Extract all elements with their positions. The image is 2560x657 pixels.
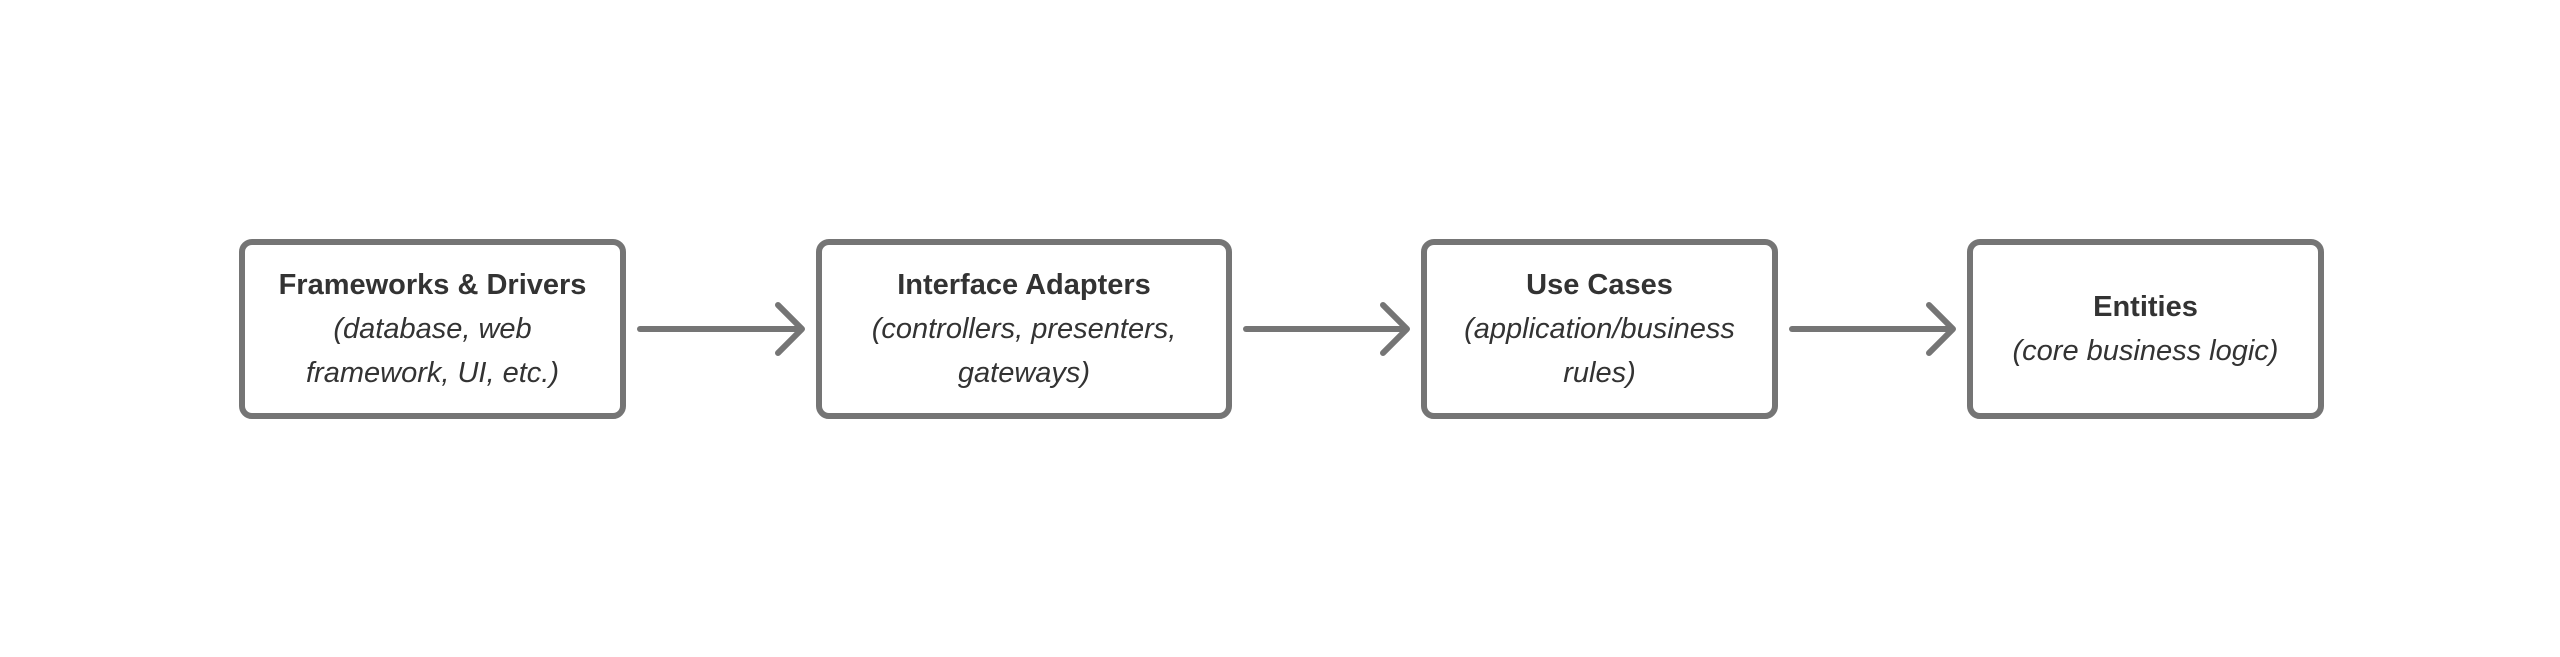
node-subtitle-line: (database, web bbox=[333, 313, 532, 345]
node-title: Use Cases bbox=[1526, 269, 1673, 301]
node-subtitle-line: (controllers, presenters, bbox=[871, 313, 1177, 345]
node-interface-adapters: Interface Adapters (controllers, present… bbox=[816, 239, 1232, 419]
node-subtitle-line: rules) bbox=[1563, 357, 1636, 389]
arrow-usecases-to-entities bbox=[1789, 302, 1956, 356]
node-subtitle-line: (application/business bbox=[1464, 313, 1735, 345]
node-use-cases: Use Cases (application/business rules) bbox=[1421, 239, 1778, 419]
node-title: Entities bbox=[2093, 291, 2198, 323]
arrow-frameworks-to-adapters bbox=[637, 302, 805, 356]
node-subtitle-line: (core business logic) bbox=[2012, 335, 2279, 367]
arrow-adapters-to-usecases bbox=[1243, 302, 1410, 356]
node-frameworks-and-drivers: Frameworks & Drivers (database, web fram… bbox=[239, 239, 626, 419]
node-entities: Entities (core business logic) bbox=[1967, 239, 2324, 419]
node-title: Frameworks & Drivers bbox=[278, 269, 587, 301]
node-subtitle-line: framework, UI, etc.) bbox=[306, 357, 559, 389]
node-subtitle-line: gateways) bbox=[957, 357, 1091, 389]
node-title: Interface Adapters bbox=[897, 269, 1151, 301]
